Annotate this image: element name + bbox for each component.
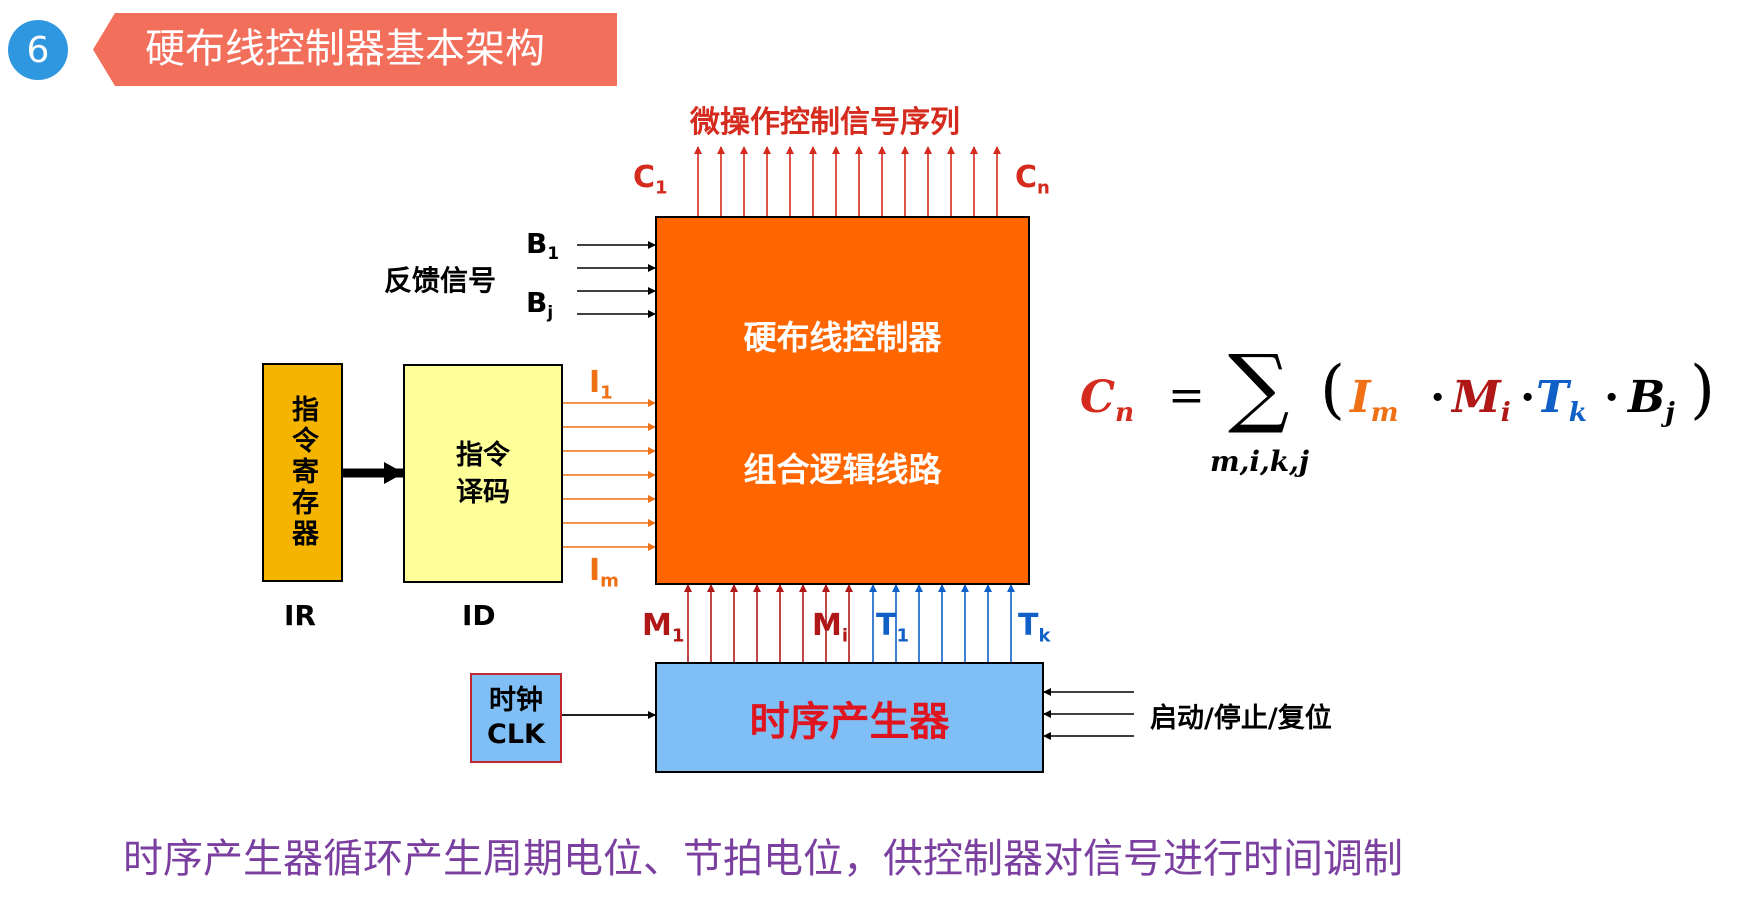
b1-label: B1	[526, 227, 560, 263]
i1-label: I1	[589, 365, 613, 404]
formula-equals: =	[1168, 370, 1205, 421]
mi-label: Mi	[812, 608, 849, 647]
instruction-register-box: 指令寄存器	[262, 363, 343, 582]
feedback-signal-label: 反馈信号	[384, 264, 497, 297]
formula-lparen: (	[1320, 353, 1345, 427]
ir-caption: IR	[284, 599, 316, 632]
instruction-signal-arrows	[563, 399, 656, 551]
clock-line2: CLK	[487, 719, 545, 750]
formula-dot-1: ·	[1430, 372, 1446, 423]
id-line2: 译码	[456, 476, 510, 508]
clock-box: 时钟 CLK	[470, 673, 562, 763]
page-title: 硬布线控制器基本架构	[145, 26, 545, 72]
sigma-icon: ∑	[1228, 337, 1290, 437]
section-number-badge: 6	[8, 20, 68, 80]
formula-dot-3: ·	[1604, 372, 1620, 423]
cn-label: Cn	[1015, 160, 1050, 199]
m1-label: M1	[642, 608, 685, 647]
controller-title: 硬布线控制器	[743, 317, 942, 357]
instruction-decoder-box: 指令 译码	[403, 364, 563, 583]
formula-rparen: )	[1690, 353, 1715, 427]
tk-label: Tk	[1018, 608, 1051, 647]
c1-label: C1	[633, 160, 668, 199]
formula-term-i: Im	[1350, 372, 1399, 429]
formula-sum-index: m,i,k,j	[1210, 445, 1310, 478]
cycle-signal-arrows	[684, 584, 853, 662]
controller-subtitle: 组合逻辑线路	[743, 449, 942, 489]
t1-label: T1	[876, 608, 909, 647]
footer-caption: 时序产生器循环产生周期电位、节拍电位，供控制器对信号进行时间调制	[123, 836, 1403, 882]
title-banner	[93, 13, 617, 86]
feedback-arrows	[577, 241, 656, 318]
micro-op-sequence-label: 微操作控制信号序列	[690, 105, 960, 140]
formula-term-b: Bj	[1628, 372, 1675, 429]
timing-generator-box: 时序产生器	[655, 662, 1044, 773]
bj-label: Bj	[526, 286, 554, 322]
control-input-arrows	[1043, 688, 1134, 740]
start-stop-reset-label: 启动/停止/复位	[1150, 703, 1332, 734]
formula-term-m: Mi	[1452, 372, 1511, 429]
id-caption: ID	[462, 599, 496, 632]
im-label: Im	[589, 553, 619, 592]
control-signal-formula: Cn = ∑ m,i,k,j ( Im · Mi · Tk · Bj )	[1080, 337, 1720, 485]
beat-signal-arrows	[869, 584, 1015, 662]
hardwired-controller-box: 硬布线控制器 组合逻辑线路	[655, 216, 1030, 585]
clock-line1: 时钟	[489, 685, 543, 716]
formula-term-t: Tk	[1536, 372, 1588, 429]
formula-dot-2: ·	[1520, 372, 1536, 423]
control-signal-arrows	[694, 146, 1001, 216]
id-line1: 指令	[456, 439, 510, 471]
formula-lhs: Cn	[1080, 372, 1135, 429]
